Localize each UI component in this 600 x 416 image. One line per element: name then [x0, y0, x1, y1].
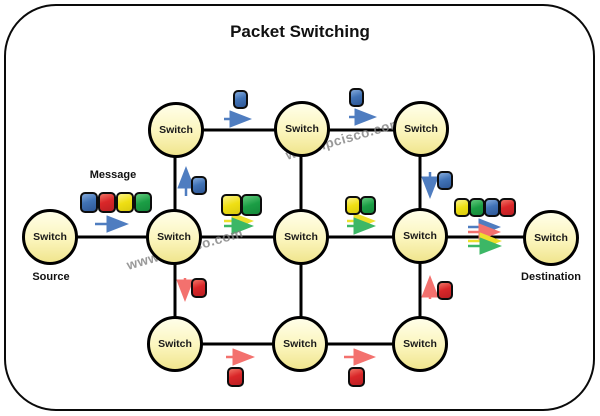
packet-red — [191, 278, 207, 298]
packet-red — [98, 192, 116, 213]
packet-green — [134, 192, 152, 213]
diagram-title: Packet Switching — [230, 22, 370, 41]
switch-node-middle-right: Switch — [392, 208, 448, 264]
source-label: Source — [32, 271, 70, 283]
switch-node-middle-center: Switch — [273, 209, 329, 265]
packet-yellow — [116, 192, 134, 213]
diagram-border — [4, 4, 595, 411]
switch-node-bottom-center: Switch — [272, 316, 328, 372]
packet-red — [437, 281, 453, 300]
packet-blue — [437, 171, 453, 190]
switch-node-bottom-right: Switch — [392, 316, 448, 372]
packet-red — [499, 198, 516, 217]
switch-node-top-right: Switch — [393, 101, 449, 157]
switch-node-destination: Switch — [523, 210, 579, 266]
message-label: Message — [89, 169, 137, 181]
packet-blue — [80, 192, 98, 213]
packet-yellow — [345, 196, 361, 215]
packet-blue — [484, 198, 500, 217]
packet-green — [360, 196, 376, 215]
packet-blue — [349, 88, 364, 107]
flow-arrows — [95, 108, 502, 366]
switch-node-top-left: Switch — [148, 102, 204, 158]
switch-node-middle-left: Switch — [146, 209, 202, 265]
switch-node-bottom-left: Switch — [147, 316, 203, 372]
switch-node-source: Switch — [22, 209, 78, 265]
packet-green — [469, 198, 485, 217]
switch-node-top-center: Switch — [274, 101, 330, 157]
packet-red — [227, 367, 244, 387]
packet-blue — [191, 176, 207, 195]
packet-green — [241, 194, 262, 216]
packet-yellow — [221, 194, 242, 216]
packet-blue — [233, 90, 248, 109]
packet-red — [348, 367, 365, 387]
packet-yellow — [454, 198, 470, 217]
destination-label: Destination — [521, 271, 581, 283]
